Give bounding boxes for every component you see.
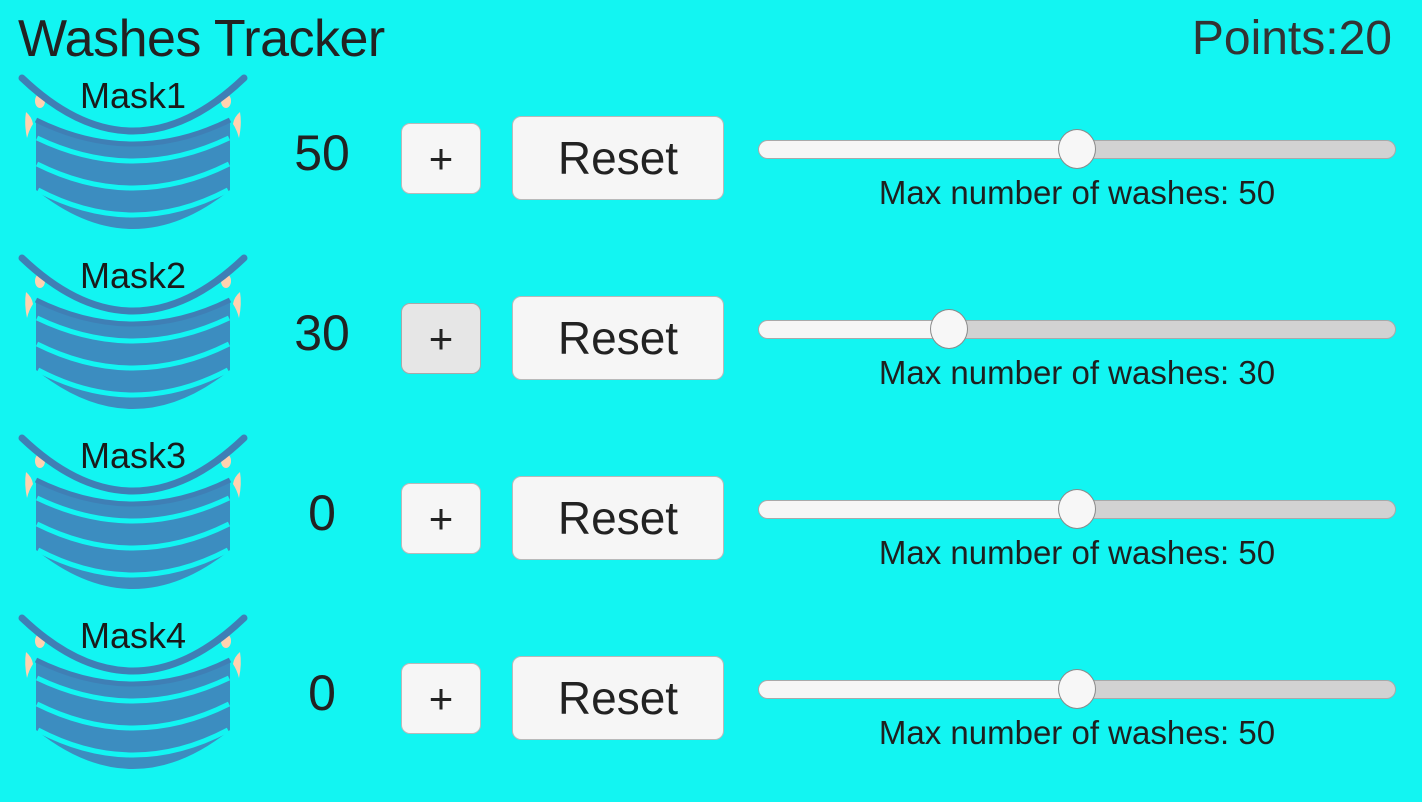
increment-button[interactable]: + (401, 303, 481, 374)
slider-thumb[interactable] (930, 309, 969, 349)
reset-button[interactable]: Reset (512, 296, 724, 380)
max-washes-caption: Max number of washes: 50 (878, 714, 1276, 751)
mask-icon-cell[interactable]: Mask3 (8, 432, 258, 622)
max-washes-slider-cell: Max number of washes: 30 (758, 258, 1398, 438)
wash-count: 0 (308, 665, 336, 721)
max-washes-slider-cell: Max number of washes: 50 (758, 438, 1398, 618)
increment-button[interactable]: + (401, 663, 481, 734)
face-mask-icon (18, 74, 248, 229)
increment-button[interactable]: + (401, 483, 481, 554)
face-mask-icon (18, 254, 248, 409)
mask-row-1: Mask1 50 + Reset Max number of washes: 5… (0, 74, 1422, 258)
app-header: Washes Tracker Points:20 (0, 0, 1422, 78)
increment-button[interactable]: + (401, 123, 481, 194)
max-washes-caption: Max number of washes: 30 (878, 354, 1276, 391)
slider-track-fill (759, 681, 1077, 698)
max-washes-slider[interactable] (758, 129, 1396, 169)
slider-thumb[interactable] (1058, 669, 1096, 709)
mask-row-4: Mask4 0 + Reset Max number of washes: 50 (0, 614, 1422, 798)
wash-count: 30 (294, 305, 350, 361)
points-display: Points:20 (1191, 12, 1392, 65)
max-washes-caption: Max number of washes: 50 (878, 534, 1276, 571)
slider-track-fill (759, 501, 1077, 518)
slider-track[interactable] (758, 320, 1396, 339)
mask-rows-list: Mask1 50 + Reset Max number of washes: 5… (0, 74, 1422, 798)
page-title: Washes Tracker (18, 10, 385, 68)
slider-track-fill (759, 321, 950, 338)
mask-icon-cell[interactable]: Mask1 (8, 72, 258, 262)
face-mask-icon (18, 614, 248, 769)
max-washes-slider[interactable] (758, 309, 1396, 349)
wash-count: 0 (308, 485, 336, 541)
face-mask-icon (18, 434, 248, 589)
max-washes-slider[interactable] (758, 489, 1396, 529)
max-washes-slider-cell: Max number of washes: 50 (758, 618, 1398, 798)
wash-count: 50 (294, 125, 350, 181)
mask-row-3: Mask3 0 + Reset Max number of washes: 50 (0, 434, 1422, 618)
mask-icon-cell[interactable]: Mask4 (8, 612, 258, 802)
reset-button[interactable]: Reset (512, 656, 724, 740)
reset-button[interactable]: Reset (512, 476, 724, 560)
mask-icon-cell[interactable]: Mask2 (8, 252, 258, 442)
max-washes-slider-cell: Max number of washes: 50 (758, 78, 1398, 258)
slider-thumb[interactable] (1058, 129, 1096, 169)
mask-row-2: Mask2 30 + Reset Max number of washes: 3… (0, 254, 1422, 438)
slider-track-fill (759, 141, 1077, 158)
max-washes-caption: Max number of washes: 50 (878, 174, 1276, 211)
slider-thumb[interactable] (1058, 489, 1096, 529)
max-washes-slider[interactable] (758, 669, 1396, 709)
reset-button[interactable]: Reset (512, 116, 724, 200)
